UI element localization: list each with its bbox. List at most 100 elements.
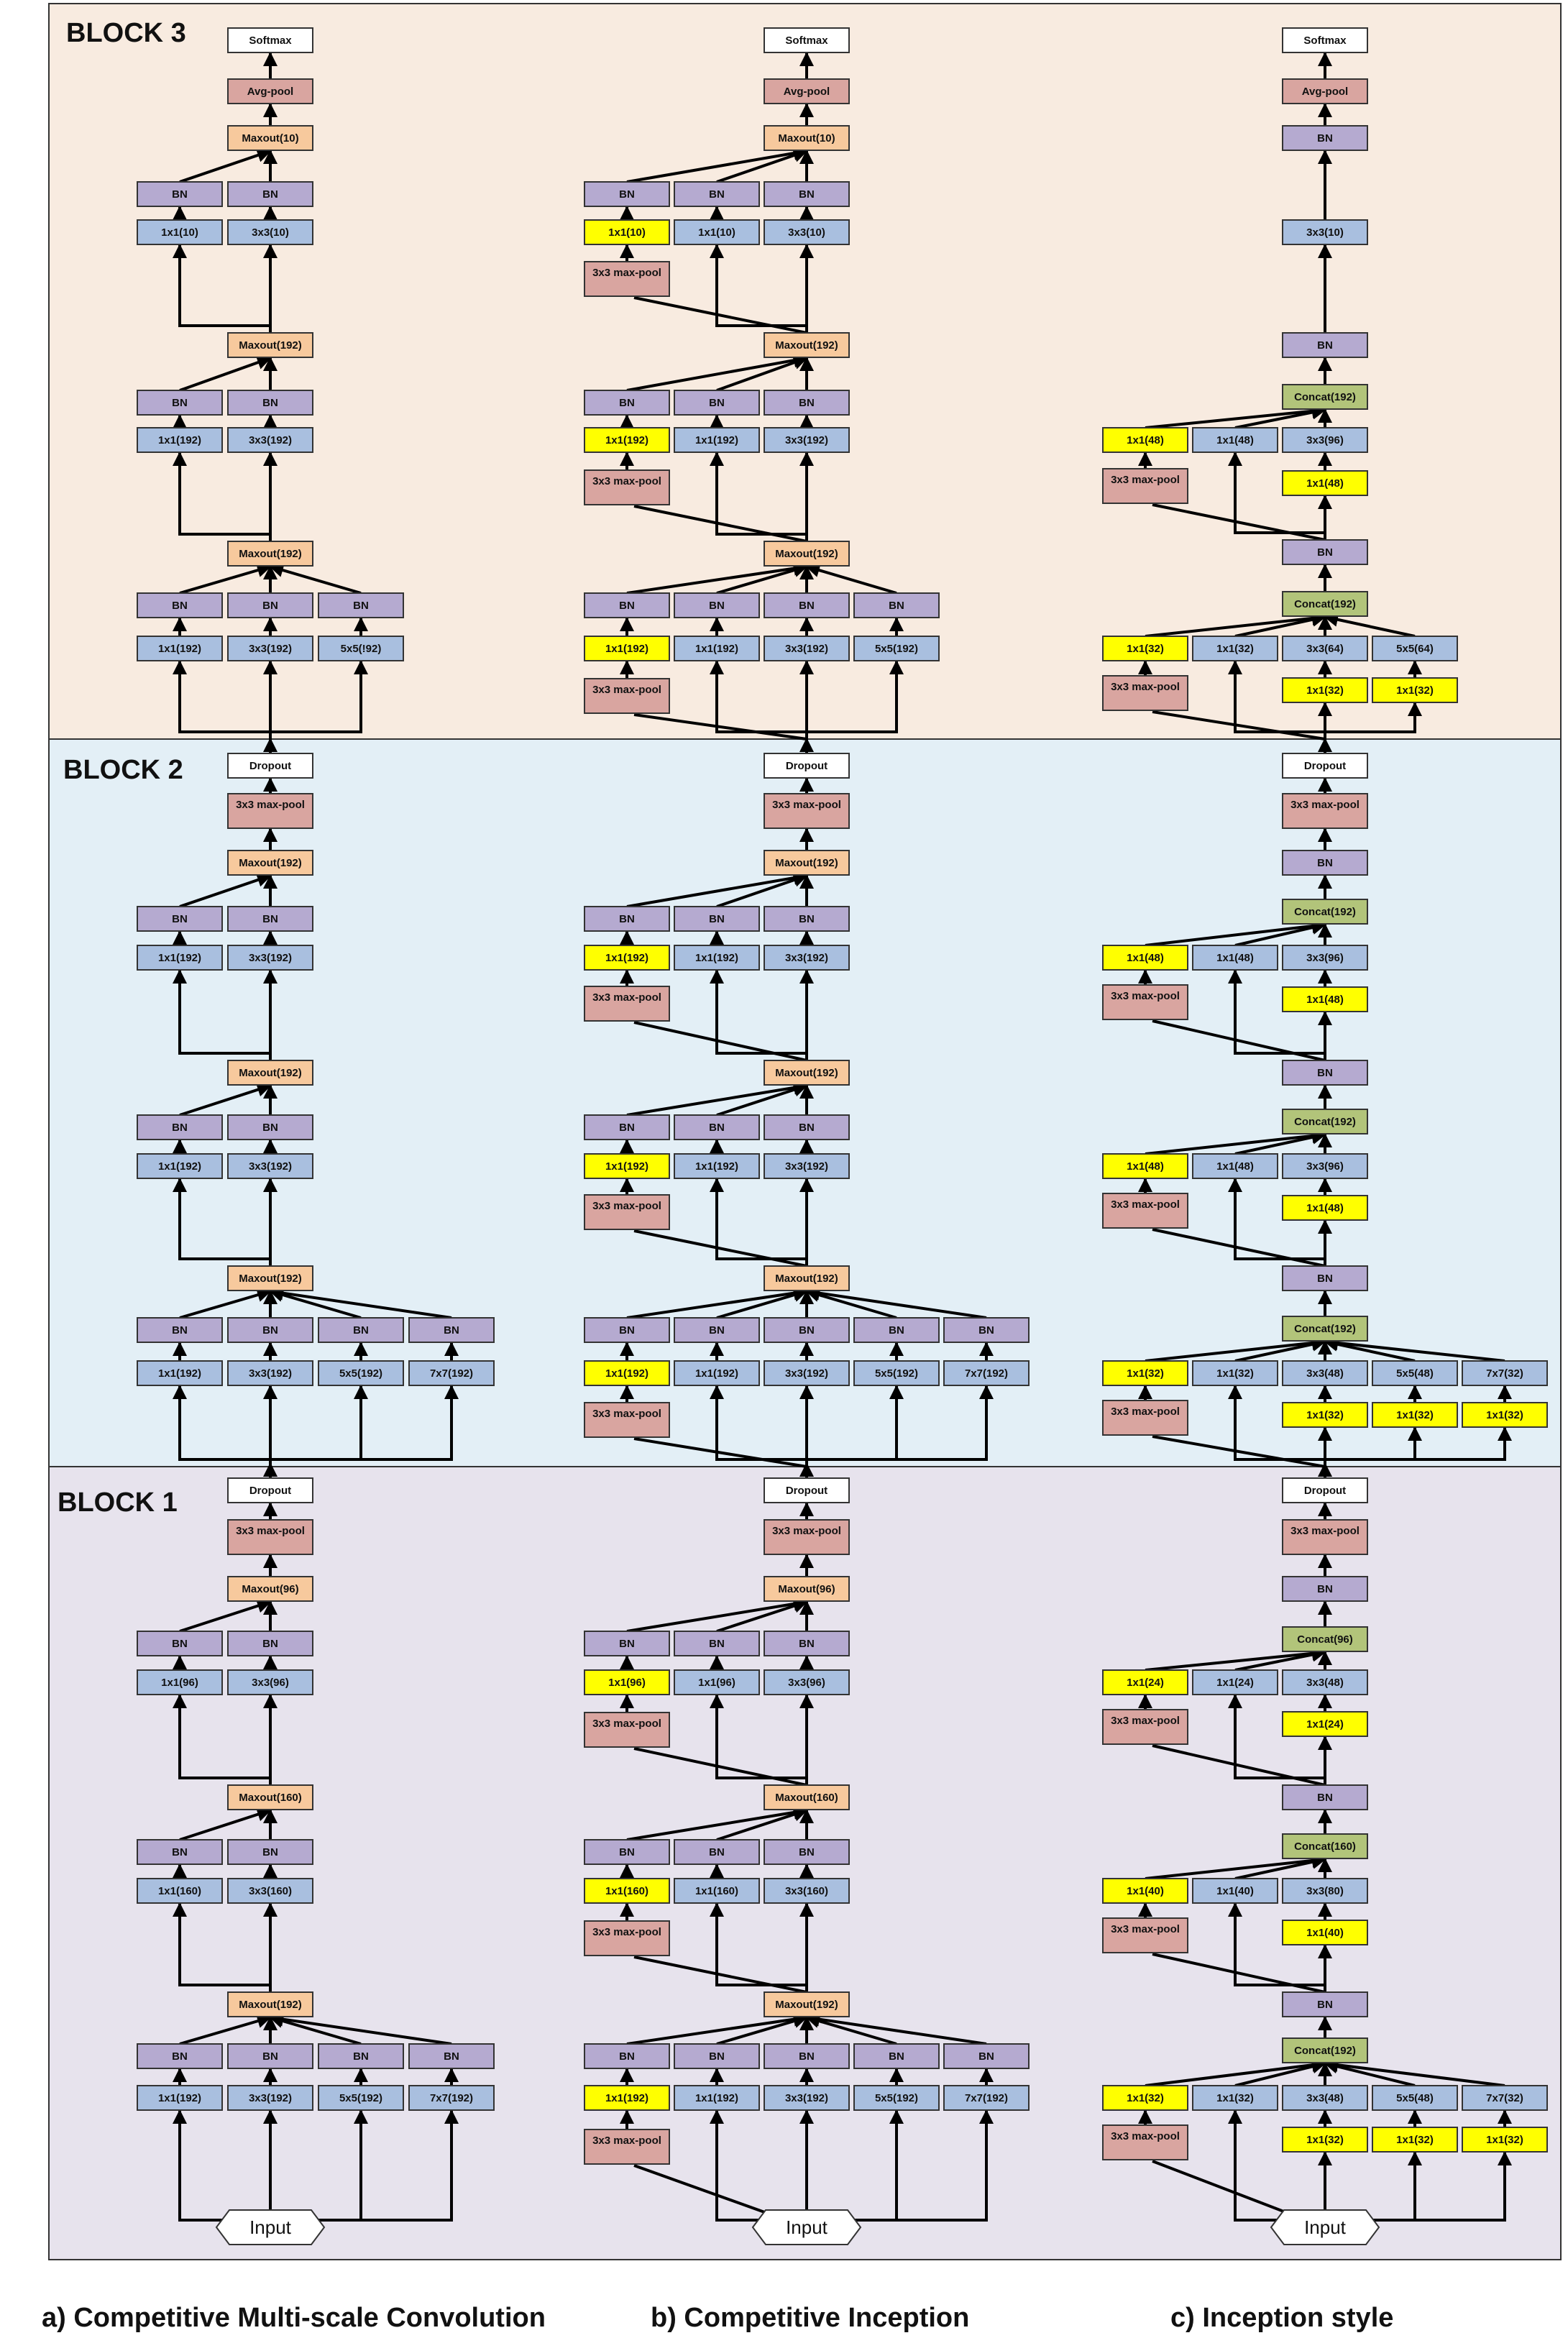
a-block1-m1-maxout-label: Maxout(192) [239,1999,302,2011]
a-block1-dropout-label: Dropout [249,1485,291,1497]
a-block1-maxpool [227,1519,313,1555]
c-block1-m3-bn-label: BN [1317,1583,1333,1595]
b-block1-m2-conv-1 [674,1878,760,1904]
a-block3-avg-pool [227,78,313,104]
b-block3-m2-bn-1 [674,390,760,416]
a-block3-m1-bn-0-label: BN [172,600,188,612]
c-block3-m2-conv-0 [1102,427,1188,453]
c-block1-m3-pool-label: 3x3 max-pool [1111,1715,1180,1727]
b-block1-m2-bn-1-label: BN [709,1846,725,1858]
c-block3-m1-conv-1-label: 1x1(32) [1216,643,1254,655]
c-block2-m1-conv-1-label: 1x1(32) [1216,1367,1254,1380]
a-block2-m2-bn-1 [227,1114,313,1140]
a-input-label: Input [249,2216,292,2238]
b-block1-m2-maxout-label: Maxout(160) [775,1792,838,1804]
c-block3-m1-conv-0-label: 1x1(32) [1127,643,1164,655]
a-block1-dropout [227,1477,313,1503]
b-block2-m1-in-edge-0 [633,1437,807,1468]
b-block3-m1-conv-0 [584,636,670,661]
b-block1-m1-bn-out-edge-0 [626,2012,808,2045]
b-block3-m2-bn-2 [764,390,850,416]
caption-b: b) Competitive Inception [651,2303,969,2333]
c-block3-m2-reduce-0 [1282,470,1368,496]
a-block1-m2-maxout [227,1784,313,1810]
b-block2-m1-maxout [764,1265,850,1291]
c-block1-m1-reduce-1-label: 1x1(32) [1396,2134,1434,2146]
c-block1-m3-conv-0 [1102,1669,1188,1695]
b-block3-m3-conv-1 [674,219,760,245]
a-block3-m3-conv-0 [137,219,223,245]
a-block2-m2-conv-0-label: 1x1(192) [158,1160,201,1173]
b-block1-m1-bn-2 [764,2043,850,2069]
b-block2-m3-bn-0 [584,906,670,932]
b-block1-m1-conv-4 [943,2085,1030,2111]
c-block1-m2-conv-1 [1192,1878,1278,1904]
a-input [215,2209,326,2245]
c-block1-m2-conv-0 [1102,1878,1188,1904]
b-input [751,2209,862,2245]
c-block3-m2-conv-2-label: 3x3(96) [1306,434,1344,446]
c-block1-m1-conv-out-edge-3 [1324,2059,1416,2087]
b-block2-m2-maxout-label: Maxout(192) [775,1067,838,1079]
a-block2-m1-conv-1-label: 3x3(192) [249,1367,292,1380]
c-block2-m1-pool-in-edge [1152,1435,1326,1468]
a-block1-m2-bn-1 [227,1839,313,1865]
c-block2-m2-pool-label: 3x3 max-pool [1111,1198,1180,1211]
b-block3-m1-conv-3-label: 5x5(192) [875,643,918,655]
a-block1-m1-bn-out-edge-0 [179,2014,272,2045]
c-block3-m1-conv-2 [1282,636,1368,661]
b-block3-m2-bn-out-edge-0 [626,353,808,392]
c-block2-m2-pool [1102,1193,1188,1229]
c-block2-m2-conv-2 [1282,1153,1368,1179]
b-block2-m3-maxout [764,850,850,876]
a-block3-m3-bn-0-label: BN [172,188,188,201]
b-block3-m3-bn-1-label: BN [709,188,725,201]
b-block3-m1-bn-out-edge-0 [626,561,808,595]
b-block2-m3-pool [584,986,670,1022]
b-block1-dropout-label: Dropout [786,1485,827,1497]
c-block1-m3-conv-1 [1192,1669,1278,1695]
c-block1-m2-conv-1-label: 1x1(40) [1216,1885,1254,1897]
c-block3-m1-conv-3 [1372,636,1458,661]
c-block1-m3-conv-2-label: 3x3(48) [1306,1677,1344,1689]
c-block3-m2-concat [1282,384,1368,410]
c-block2-m1-concat-label: Concat(192) [1294,1323,1356,1335]
a-block2-m3-bn-1-label: BN [262,913,278,925]
c-block2-m1-reduce-1 [1372,1402,1458,1428]
a-block2-m2-bn-out-edge-0 [179,1083,272,1117]
a-block2-m2-bn-0 [137,1114,223,1140]
b-block1-m2-conv-2 [764,1878,850,1904]
a-block3-m1-conv-2 [318,636,404,661]
a-block1-m3-bn-out-edge-0 [179,1599,272,1633]
c-block2-m1-conv-0 [1102,1360,1188,1386]
c-block1-m2-concat [1282,1833,1368,1859]
b-block3-m1-bn-1-label: BN [709,600,725,612]
a-block1-m1-conv-3 [408,2085,495,2111]
a-block1-m2-conv-0 [137,1878,223,1904]
b-block2-m2-bn-0 [584,1114,670,1140]
a-block2-m1-bn-0-label: BN [172,1324,188,1337]
b-block1-m1-bn-3 [853,2043,940,2069]
a-block2-m3-maxout-label: Maxout(192) [239,857,302,869]
b-block2-m1-conv-1-label: 1x1(192) [695,1367,738,1380]
c-block1-m1-reduce-2-label: 1x1(32) [1486,2134,1523,2146]
b-input-label: Input [786,2216,828,2238]
b-block1-m1-pool-label: 3x3 max-pool [592,2135,661,2147]
c-block3-m1-concat [1282,591,1368,617]
c-block1-maxpool [1282,1519,1368,1555]
c-block3-m2-conv-0-label: 1x1(48) [1127,434,1164,446]
a-block1-m2-conv-0-label: 1x1(160) [158,1885,201,1897]
block-3-panel [48,3,1562,740]
a-block2-m1-bn-0 [137,1317,223,1343]
c-block2-m2-concat [1282,1109,1368,1134]
a-block2-m3-conv-0-label: 1x1(192) [158,952,201,964]
b-block3-m2-bn-1-label: BN [709,397,725,409]
a-block1-m1-conv-0 [137,2085,223,2111]
b-block2-m1-bn-4 [943,1317,1030,1343]
b-block2-m1-conv-0-label: 1x1(192) [605,1367,648,1380]
b-block1-m2-conv-0 [584,1878,670,1904]
b-block2-m3-bn-1 [674,906,760,932]
a-block3-m1-bn-out-edge-2 [269,563,362,595]
a-block2-m1-bn-2-label: BN [353,1324,369,1337]
c-block3-final-conv [1282,219,1368,245]
